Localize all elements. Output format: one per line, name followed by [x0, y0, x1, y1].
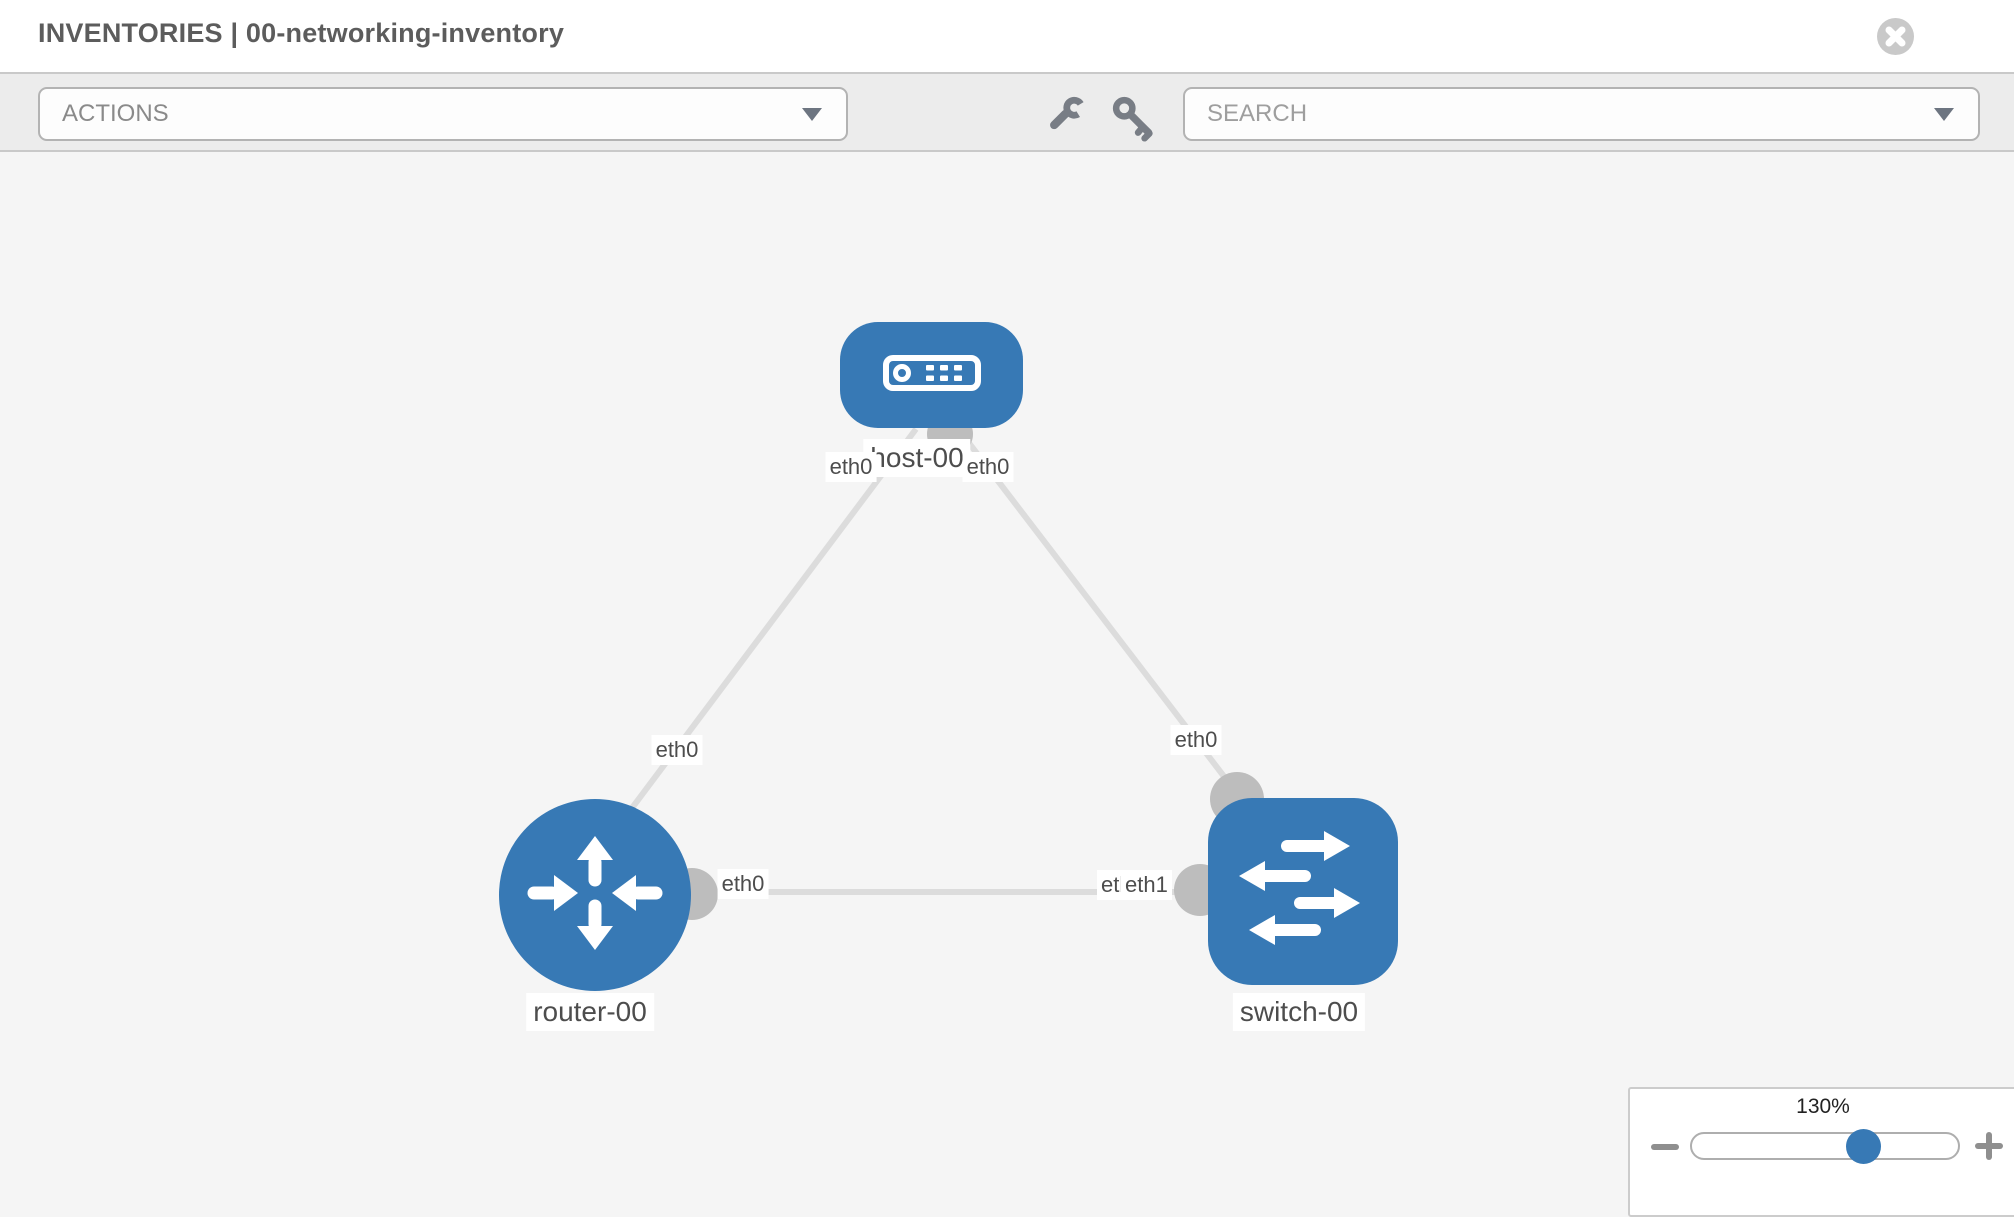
if-label-host-to-switch: eth0: [962, 452, 1014, 482]
host-icon: [882, 354, 982, 397]
node-router-00[interactable]: [499, 799, 691, 991]
node-host-00[interactable]: [840, 322, 1023, 428]
actions-dropdown[interactable]: ACTIONS: [38, 87, 848, 141]
key-button[interactable]: [1108, 92, 1160, 149]
node-label-router: router-00: [526, 993, 654, 1031]
if-label-switch-to-host: eth0: [1170, 725, 1222, 755]
router-icon: [520, 818, 670, 973]
if-label-router-to-switch: eth0: [717, 869, 769, 899]
node-label-host: host-00: [863, 439, 971, 477]
minus-icon: [1651, 1144, 1679, 1150]
if-label-switch-to-router: eth1: [1121, 870, 1172, 900]
node-label-switch: switch-00: [1232, 993, 1366, 1031]
key-icon: [1108, 96, 1160, 148]
zoom-out-button[interactable]: [1650, 1131, 1680, 1161]
zoom-slider-track[interactable]: [1690, 1132, 1960, 1160]
search-dropdown[interactable]: [1183, 87, 1980, 141]
if-label-host-to-router: eth0: [825, 452, 877, 482]
zoom-level: 130%: [1796, 1095, 1850, 1118]
switch-icon: [1228, 819, 1378, 964]
close-button[interactable]: [1877, 18, 1914, 55]
search-input[interactable]: [1207, 100, 1978, 128]
header: INVENTORIES | 00-networking-inventory: [0, 0, 2014, 72]
node-switch-00[interactable]: [1208, 798, 1398, 985]
if-label-router-to-host: eth0: [651, 735, 703, 765]
zoom-panel: 130%: [1628, 1087, 2014, 1217]
zoom-in-button[interactable]: [1974, 1131, 2004, 1161]
page-title: INVENTORIES | 00-networking-inventory: [38, 18, 565, 48]
caret-down-icon: [802, 108, 822, 121]
caret-down-icon: [1934, 108, 1954, 121]
actions-dropdown-label: ACTIONS: [62, 100, 169, 127]
zoom-slider-handle[interactable]: [1846, 1129, 1881, 1164]
edge-host-router: [599, 427, 919, 850]
wrench-icon: [1042, 96, 1090, 144]
wrench-button[interactable]: [1042, 92, 1090, 145]
